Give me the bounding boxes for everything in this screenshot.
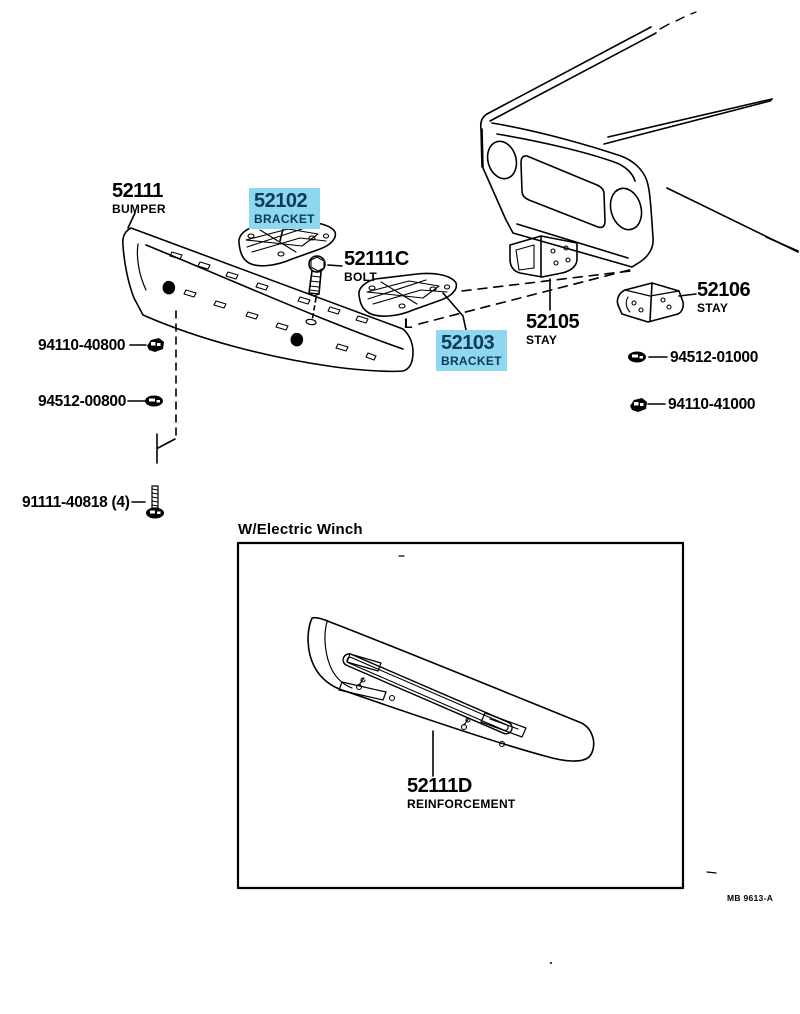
bumper-part-code: 52111: [112, 180, 163, 202]
stay-outer-part-code: 52106: [697, 279, 751, 301]
bolt-drawing: [308, 255, 326, 297]
label-stay-inner[interactable]: 52105 STAY: [526, 311, 580, 347]
label-bolt[interactable]: 52111C BOLT: [344, 249, 409, 283]
fastener-code: 94110-40800: [38, 337, 126, 354]
label-fastener-washer-left[interactable]: 94512-00800: [38, 394, 126, 410]
doc-code: MB 9613-A: [727, 893, 774, 903]
truck-front-drawing: [479, 11, 799, 268]
label-stay-outer[interactable]: 52106 STAY: [697, 279, 751, 315]
stay-outer-part-name: STAY: [697, 301, 729, 315]
label-fastener-washer-right[interactable]: 94512-01000: [670, 350, 758, 366]
label-bumper[interactable]: 52111 BUMPER: [112, 181, 166, 215]
bumper-part-name: BUMPER: [112, 202, 166, 216]
bracket-lower-part-code: 52103: [441, 332, 495, 354]
fastener-code: 91111-40818 (4): [22, 494, 130, 511]
reinforcement-part-code: 52111D: [407, 775, 472, 797]
stay-inner-drawing: [509, 235, 578, 278]
flange-nut-icon: [145, 395, 163, 407]
flange-nut-icon: [628, 351, 646, 363]
nut-icon: [630, 398, 647, 412]
bracket-upper-part-code: 52102: [254, 190, 308, 212]
reinforcement-drawing: [307, 616, 595, 762]
bracket-lower-drawing: [358, 272, 458, 317]
label-bracket-lower-highlighted[interactable]: 52103 BRACKET: [436, 330, 507, 371]
position-marker-l: L: [404, 315, 413, 331]
label-reinforcement[interactable]: 52111D REINFORCEMENT: [407, 776, 516, 810]
label-bracket-upper-highlighted[interactable]: 52102 BRACKET: [249, 188, 320, 229]
label-fastener-nut-right[interactable]: 94110-41000: [668, 396, 756, 413]
bolt-part-code: 52111C: [344, 248, 409, 270]
reinforcement-part-name: REINFORCEMENT: [407, 797, 516, 811]
fastener-code: 94512-01000: [670, 349, 759, 366]
winch-inset-box: [236, 541, 717, 964]
bracket-upper-part-name: BRACKET: [254, 212, 315, 226]
bumper-drawing: [122, 227, 414, 373]
stay-inner-part-code: 52105: [526, 311, 580, 333]
stay-outer-drawing: [616, 282, 685, 323]
leader-lines: [127, 212, 697, 777]
bolt-part-name: BOLT: [344, 270, 377, 284]
label-fastener-nut-left[interactable]: 94110-40800: [38, 337, 126, 354]
bracket-lower-part-name: BRACKET: [441, 354, 502, 368]
nut-icon: [147, 338, 164, 352]
label-fastener-bolt-set[interactable]: 91111-40818 (4): [22, 495, 130, 511]
winch-inset-title: W/Electric Winch: [238, 521, 363, 538]
fastener-code: 94512-00800: [38, 393, 127, 410]
fastener-code: 94110-41000: [668, 396, 756, 413]
stay-inner-part-name: STAY: [526, 333, 558, 347]
bolt-icon: [146, 485, 164, 519]
